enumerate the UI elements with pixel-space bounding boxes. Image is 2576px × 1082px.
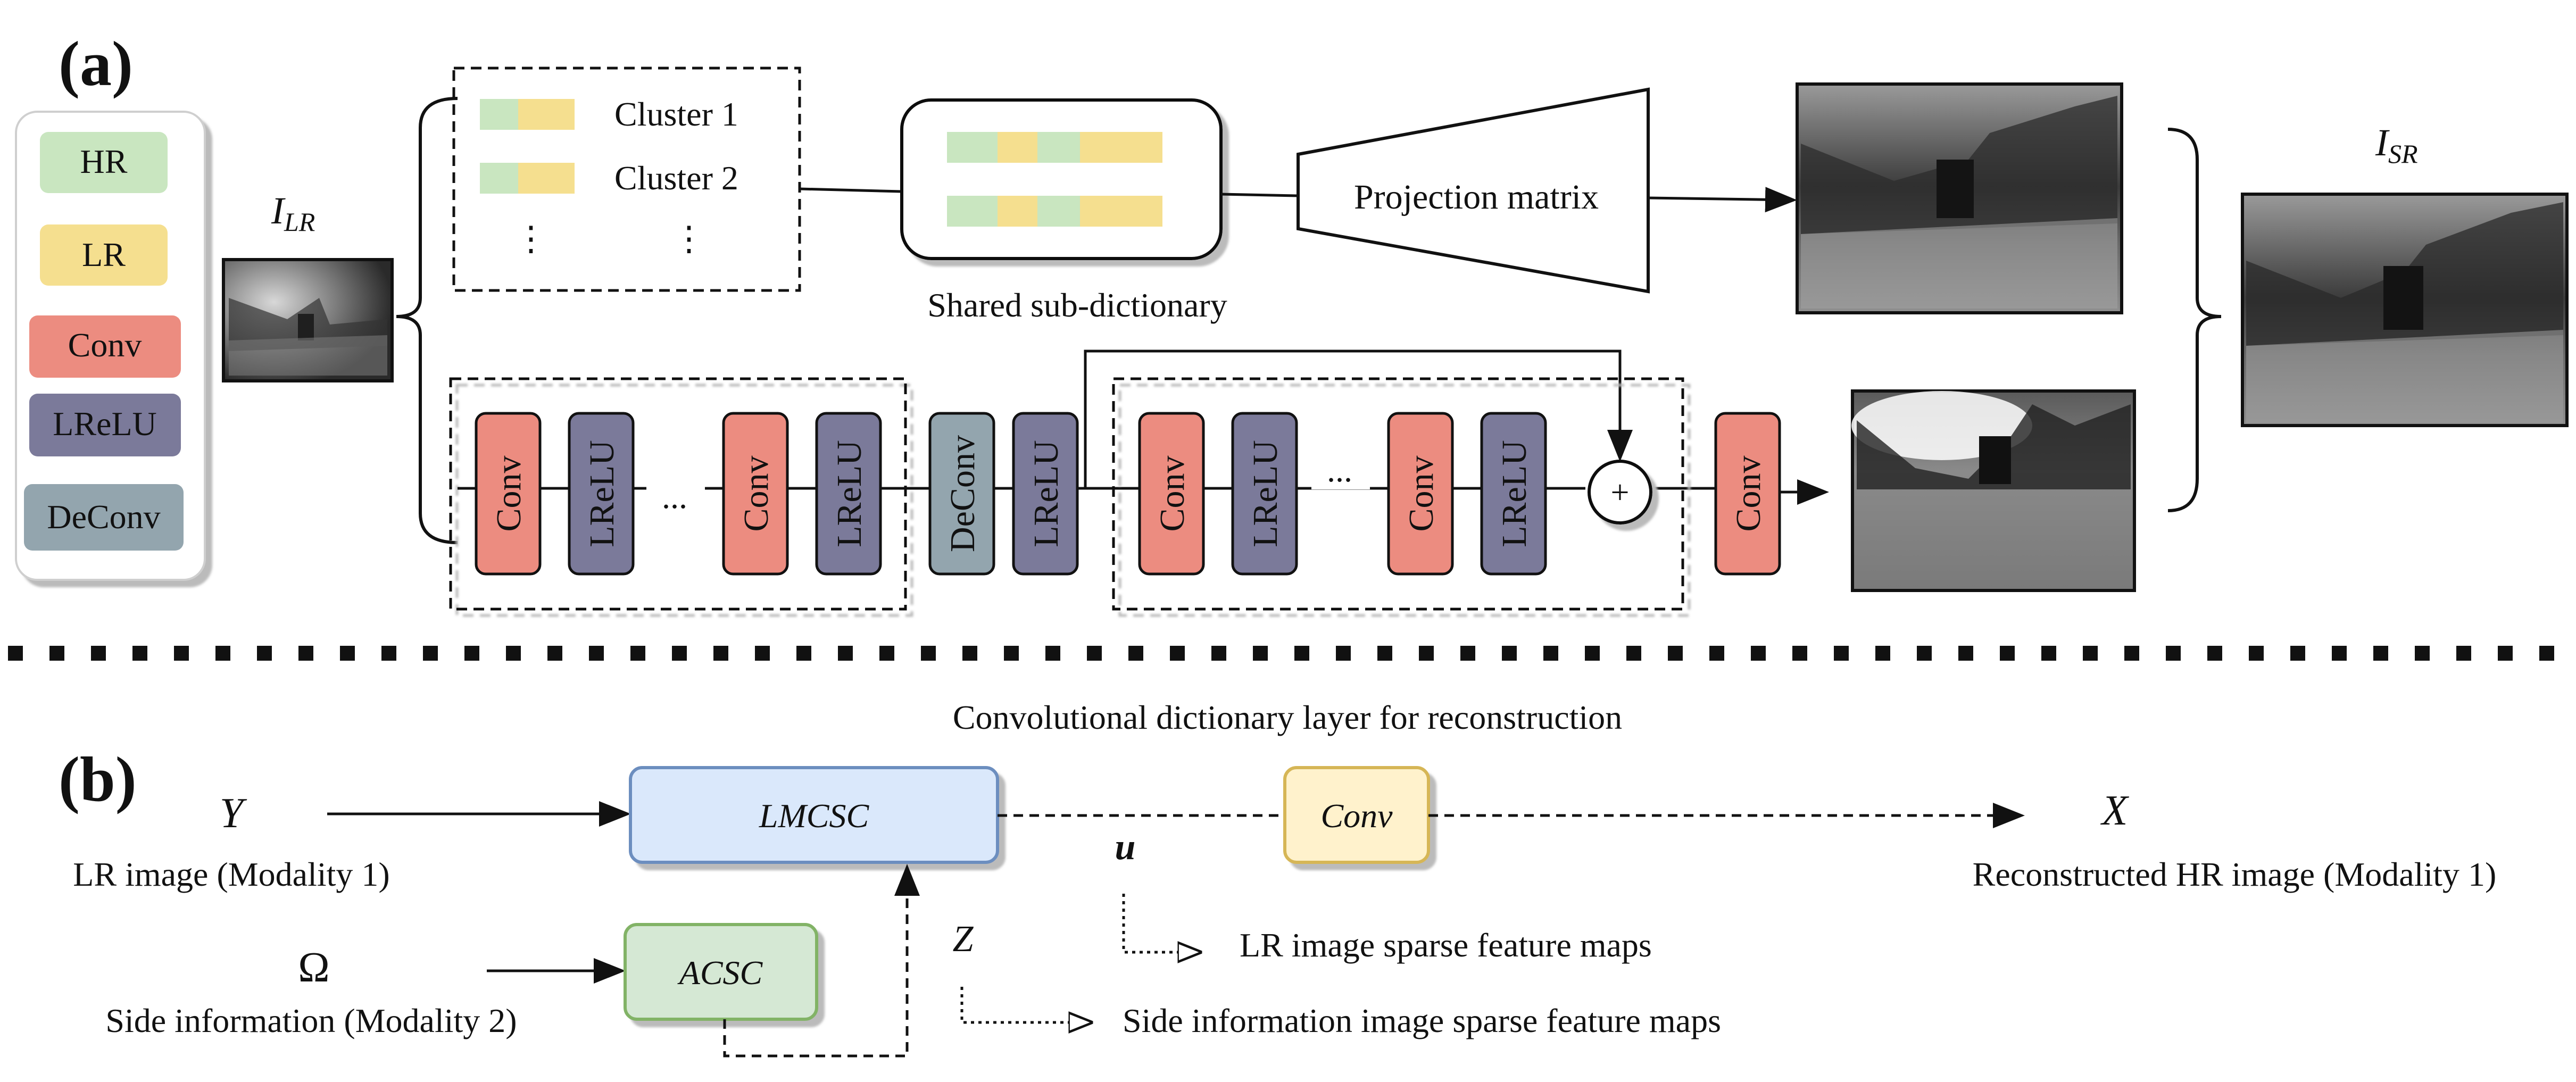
dict-to-projection-line [1220,193,1299,197]
u-description: LR image sparse feature maps [1240,926,1652,964]
cluster-1-label: Cluster 1 [614,95,738,133]
panel-a-label: (a) [59,28,133,99]
deconv-block-label: DeConv [943,435,982,552]
conv-block-4: Conv [1387,412,1454,576]
omega-label: Side information (Modality 2) [105,1002,517,1039]
cluster-bar-ellipsis: ⋮ [514,220,548,257]
shared-dictionary-label: Shared sub-dictionary [927,286,1227,324]
cluster-2-bar [480,163,575,194]
conv-block-2: Conv [722,412,789,576]
sum-node: + [1588,460,1652,525]
network-branch-output-image [1851,389,2136,592]
conv-block-b-label: Conv [1320,797,1393,835]
y-symbol: Y [220,790,247,837]
acsc-to-lmcsc-arrow [723,864,920,1058]
panel-b-caption: Convolutional dictionary layer for recon… [953,698,1622,736]
shared-dict-bar-2 [947,196,1162,227]
u-desc-pointer [1122,894,1200,952]
legend-hr-label: HR [80,143,128,180]
conv-block-final: Conv [1714,412,1781,576]
lrelu-block-5-label: LReLU [1495,440,1534,547]
cluster-label-ellipsis: ⋮ [672,220,706,257]
sum-symbol: + [1611,475,1630,511]
lrelu-block-1: LReLU [568,412,635,576]
x-label: Reconstructed HR image (Modality 1) [1973,855,2497,893]
deconv-block: DeConv [928,412,995,576]
z-desc-pointer [960,987,1091,1022]
cluster-1-bar [480,99,575,130]
acsc-block [624,923,818,1021]
input-label: ILR [271,189,315,237]
conv-block-final-label: Conv [1729,455,1768,531]
chain-ellipsis-2: ... [1327,451,1352,489]
shared-dict-bar-1 [947,132,1162,163]
legend: HR LR Conv LReLU DeConv [15,111,206,581]
input-brace [396,97,458,544]
panel-b-label: (b) [59,744,137,814]
legend-deconv-label: DeConv [47,498,160,536]
shared-dictionary-box [900,98,1223,260]
lrelu-block-4-label: LReLU [1246,440,1285,547]
output-sr-image [2241,193,2569,427]
legend-deconv-swatch [24,484,184,551]
conv-block-3: Conv [1138,412,1205,576]
omega-symbol: Ω [298,944,329,991]
conv-block-4-label: Conv [1402,455,1441,531]
legend-conv-swatch [29,315,181,378]
legend-lrelu-label: LReLU [53,405,157,443]
u-symbol: u [1115,827,1136,868]
legend-conv-label: Conv [68,326,142,364]
residual-block-box-2 [1112,377,1684,611]
lrelu-block-1-label: LReLU [583,440,621,547]
dictionary-branch-output-image [1796,82,2123,314]
lrelu-block-3-label: LReLU [1027,440,1066,547]
projection-matrix-label: Projection matrix [1354,178,1599,217]
residual-block-box-1 [449,377,907,611]
input-lr-image [222,258,394,382]
y-label: LR image (Modality 1) [73,855,389,893]
legend-lr-label: LR [82,236,126,273]
lmcsc-label: LMCSC [759,797,870,835]
lrelu-block-4: LReLU [1231,412,1298,576]
conv-block-3-label: Conv [1153,455,1192,531]
output-brace [2167,128,2222,512]
conv-block-2-label: Conv [737,455,776,531]
cluster-box [452,66,801,292]
legend-lrelu-swatch [29,394,181,456]
lrelu-block-2-label: LReLU [830,440,869,547]
cluster-2-label: Cluster 2 [614,159,738,197]
chain-ellipsis-1: ... [662,478,687,515]
projection-matrix-shape [1297,87,1650,294]
cluster-to-dict-line [799,187,902,193]
acsc-label: ACSC [677,954,763,992]
lrelu-block-3: LReLU [1012,412,1079,576]
legend-hr-swatch [40,132,168,193]
z-symbol: Z [953,919,974,960]
z-description: Side information image sparse feature ma… [1123,1002,1721,1039]
legend-lr-swatch [40,224,168,286]
conv-block-1: Conv [475,412,542,576]
lrelu-block-5: LReLU [1480,412,1547,576]
x-symbol: X [2100,787,2130,834]
chain-gap-1 [646,468,705,511]
conv-block-1-label: Conv [489,455,528,531]
skip-connection-arrow [1084,349,1633,488]
output-label: ISR [2375,121,2418,169]
projection-output-arrow [1648,187,1797,213]
lrelu-block-2: LReLU [815,412,882,576]
chain-gap-2 [1311,457,1370,489]
